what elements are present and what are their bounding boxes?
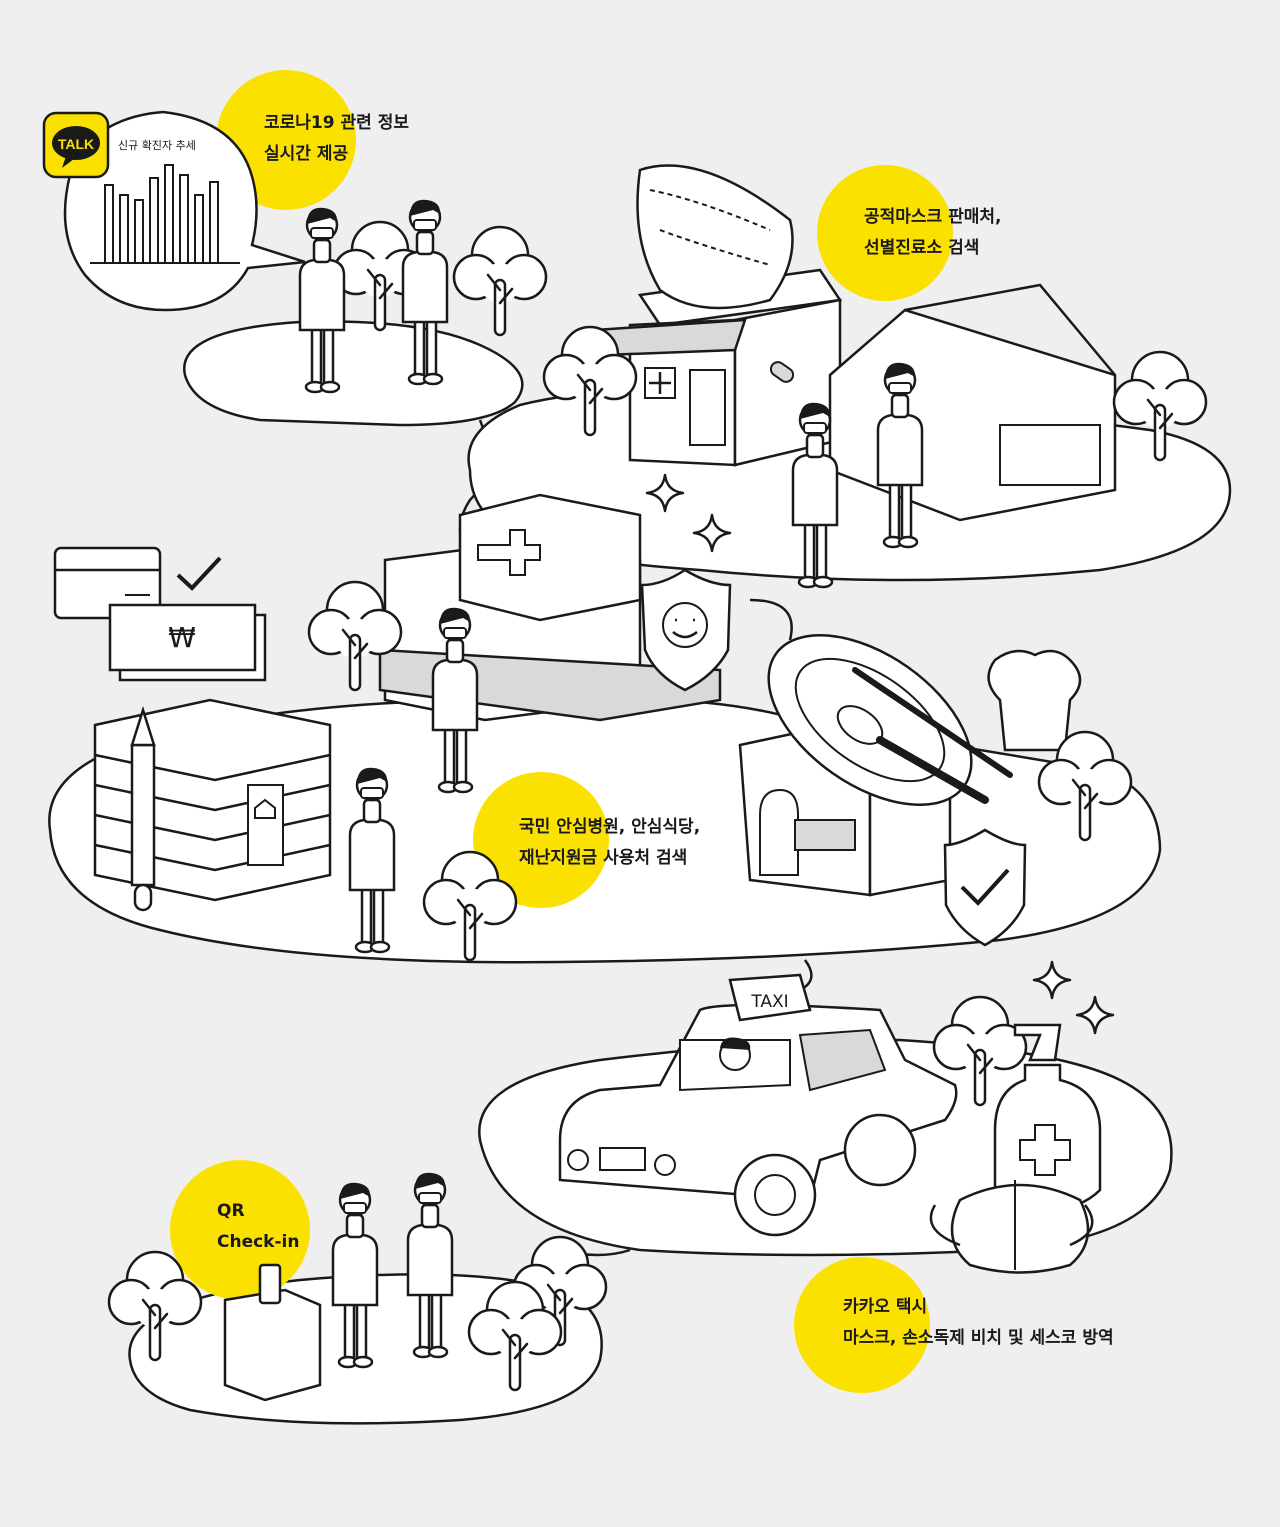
taxi-icon	[558, 1003, 958, 1237]
books-icon	[93, 698, 332, 902]
yellow-dot-safe	[473, 772, 609, 908]
won-symbol: ₩	[168, 621, 196, 654]
caption-line: 카카오 택시	[843, 1297, 928, 1317]
caption-line: QR	[217, 1201, 245, 1221]
talk-logo-text: TALK	[58, 136, 94, 152]
caption-safe-places: 국민 안심병원, 안심식당, 재난지원금 사용처 검색	[519, 812, 700, 874]
taxi-sign: TAXI	[728, 973, 812, 1022]
sanitizer-bottle-icon	[993, 1023, 1102, 1212]
chef-hat-icon	[987, 649, 1082, 752]
talk-logo-icon: TALK	[42, 111, 110, 179]
caption-covid-info: 코로나19 관련 정보 실시간 제공	[264, 108, 409, 170]
shield-smile-icon	[640, 568, 732, 692]
caption-line: 실시간 제공	[264, 144, 349, 164]
caption-taxi: 카카오 택시 마스크, 손소독제 비치 및 세스코 방역	[843, 1292, 1114, 1354]
check-icon	[176, 556, 222, 591]
yellow-dot-mask	[817, 165, 953, 301]
taxi-sign-text: TAXI	[750, 992, 788, 1012]
plate-fork-spoon-icon	[767, 633, 1013, 807]
yellow-dot-taxi	[794, 1257, 930, 1393]
caption-line: 마스크, 손소독제 비치 및 세스코 방역	[843, 1328, 1114, 1348]
caption-line: 코로나19 관련 정보	[264, 113, 409, 133]
chart-title: 신규 확진자 추세	[118, 139, 196, 152]
caption-line: 공적마스크 판매처,	[864, 207, 1002, 227]
bar-chart	[90, 164, 240, 264]
caption-line: 국민 안심병원, 안심식당,	[519, 817, 701, 837]
shield-check-icon	[943, 828, 1027, 947]
island-top-left	[183, 320, 524, 427]
tree-icon	[452, 225, 548, 337]
mask-icon	[636, 164, 794, 310]
caption-line: Check-in	[217, 1232, 300, 1252]
pencil-icon	[130, 705, 156, 912]
qr-stand-icon	[223, 1263, 322, 1402]
caption-line: 재난지원금 사용처 검색	[519, 848, 688, 868]
caption-mask-search: 공적마스크 판매처, 선별진료소 검색	[864, 202, 1002, 264]
cash-icon: ₩	[108, 603, 267, 682]
sparkle-icon	[1075, 995, 1115, 1035]
card-icon	[53, 546, 162, 620]
caption-qr-checkin: QR Check-in	[217, 1196, 299, 1258]
caption-line: 선별진료소 검색	[864, 238, 980, 258]
face-mask-icon	[929, 1180, 1094, 1274]
clinic-tent-icon	[828, 283, 1117, 522]
sparkle-icon	[1032, 960, 1072, 1000]
